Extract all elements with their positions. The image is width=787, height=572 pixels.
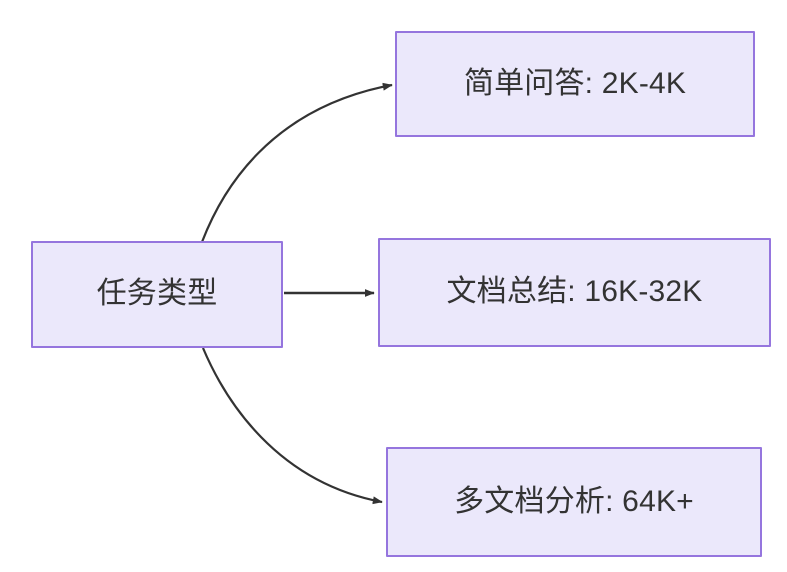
node-label: 文档总结: 16K-32K [446, 275, 703, 309]
node-root-task-type[interactable]: 任务类型 [31, 241, 283, 348]
edge-root-to-simple-qa [200, 82, 393, 243]
node-label: 任务类型 [96, 277, 218, 311]
node-simple-qa[interactable]: 简单问答: 2K-4K [395, 31, 755, 137]
node-label: 多文档分析: 64K+ [454, 484, 694, 518]
node-multi-doc[interactable]: 多文档分析: 64K+ [386, 447, 762, 557]
node-label: 简单问答: 2K-4K [463, 66, 687, 100]
edge-root-to-multi-doc [201, 347, 383, 505]
node-doc-summary[interactable]: 文档总结: 16K-32K [378, 238, 771, 347]
